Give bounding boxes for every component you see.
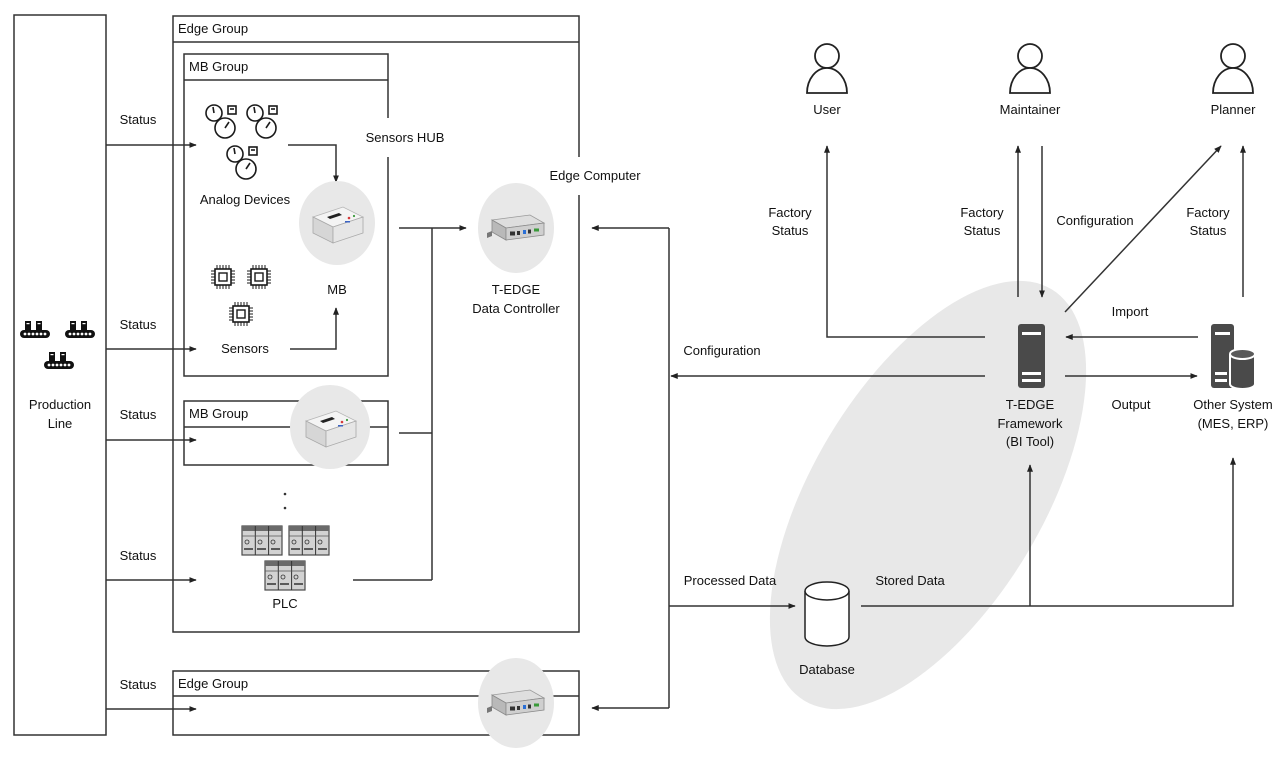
factory-status-label: Status xyxy=(1190,223,1227,238)
edge-computer-icon xyxy=(487,214,546,241)
actor-flows: Factory Status Factory Status Configurat… xyxy=(768,145,1246,412)
factory-status-label: Status xyxy=(772,223,809,238)
status-label: Status xyxy=(120,112,157,127)
plc-module-icon xyxy=(288,525,330,556)
stored-data-to-other-system-arrow xyxy=(861,457,1236,607)
edge-group-frame xyxy=(172,15,580,633)
status-label: Status xyxy=(120,407,157,422)
factory-status-label: Factory xyxy=(960,205,1004,220)
database-label: Database xyxy=(799,662,855,677)
status-flows: Status Status Status Status Status xyxy=(106,112,197,712)
edge-group-title: Edge Group xyxy=(178,676,248,691)
production-line-label: Production xyxy=(29,397,91,412)
analog-to-mb-arrow xyxy=(288,144,339,183)
bi-framework-label: (BI Tool) xyxy=(1006,434,1054,449)
actor-label: Planner xyxy=(1211,102,1256,117)
data-controller-label: Data Controller xyxy=(472,301,560,316)
status-label: Status xyxy=(120,317,157,332)
bi-framework-label: T-EDGE xyxy=(1006,397,1055,412)
framework-to-planner-arrow xyxy=(1064,145,1222,313)
server-icon xyxy=(1018,324,1045,388)
edge-internal-bus xyxy=(353,225,467,581)
analog-gauge-icon xyxy=(226,145,258,180)
factory-status-label: Factory xyxy=(768,205,812,220)
bi-framework-node: T-EDGE Framework (BI Tool) xyxy=(997,324,1063,449)
conveyor-icon xyxy=(65,321,95,338)
analog-devices-label: Analog Devices xyxy=(200,192,291,207)
mb-device-icon xyxy=(311,206,365,244)
production-line-box xyxy=(13,14,107,736)
mb-group-frame xyxy=(183,400,389,466)
actor-maintainer: Maintainer xyxy=(1000,43,1061,117)
import-label: Import xyxy=(1112,304,1149,319)
sensors-label: Sensors xyxy=(221,341,269,356)
plc-module-icon xyxy=(264,560,306,591)
actor-user: User xyxy=(806,43,848,117)
sensors-hub-label: Sensors HUB xyxy=(366,130,445,145)
plc-label: PLC xyxy=(272,596,297,611)
data-controller-label: T-EDGE xyxy=(492,282,541,297)
factory-status-label: Status xyxy=(964,223,1001,238)
processed-data-label: Processed Data xyxy=(684,573,777,588)
edge-group-secondary: Edge Group xyxy=(172,658,580,748)
analog-gauge-icon xyxy=(246,104,278,139)
status-label: Status xyxy=(120,677,157,692)
mb-group-main: MB Group Sensors HUB xyxy=(183,53,445,377)
other-system-node: Other System (MES, ERP) xyxy=(1193,324,1273,431)
conveyor-icon xyxy=(20,321,50,338)
maintainer-configuration-label: Configuration xyxy=(1056,213,1133,228)
chip-icon xyxy=(211,265,235,289)
edge-group-title: Edge Group xyxy=(178,21,248,36)
edge-group-frame xyxy=(172,670,580,736)
status-label: Status xyxy=(120,548,157,563)
other-system-label: (MES, ERP) xyxy=(1198,416,1269,431)
data-controller-node: T-EDGE Data Controller xyxy=(472,183,560,316)
plc-node: PLC xyxy=(241,525,330,611)
edge-group-main: Edge Group Edge Computer xyxy=(172,15,641,633)
actor-label: Maintainer xyxy=(1000,102,1061,117)
analog-devices-node: Analog Devices xyxy=(200,104,291,207)
vertical-ellipsis-icon xyxy=(283,492,287,510)
platform-highlight-region xyxy=(769,280,1087,710)
person-icon xyxy=(806,43,848,94)
plc-module-icon xyxy=(241,525,283,556)
conveyor-icon xyxy=(44,352,74,369)
output-label: Output xyxy=(1111,397,1150,412)
mb-label: MB xyxy=(327,282,347,297)
actor-label: User xyxy=(813,102,841,117)
production-line-label: Line xyxy=(48,416,73,431)
database-icon xyxy=(804,581,850,647)
factory-status-label: Factory xyxy=(1186,205,1230,220)
factory-status-to-user-arrow xyxy=(824,145,985,338)
analog-gauge-icon xyxy=(205,104,237,139)
configuration-bus: Configuration xyxy=(591,225,985,711)
sensors-to-mb-arrow xyxy=(290,307,339,350)
actor-planner: Planner xyxy=(1211,43,1256,117)
stored-data-label: Stored Data xyxy=(875,573,945,588)
data-storage-flow: Processed Data Stored Data xyxy=(669,457,1236,609)
server-database-icon xyxy=(1211,324,1256,390)
mb-group-frame xyxy=(183,53,389,377)
chip-icon xyxy=(247,265,271,289)
configuration-flow-label: Configuration xyxy=(683,343,760,358)
person-icon xyxy=(1009,43,1051,94)
mb-group-title: MB Group xyxy=(189,59,248,74)
chip-icon xyxy=(229,302,253,326)
edge-computer-icon xyxy=(487,689,546,716)
mb-device-node: MB xyxy=(299,181,375,297)
mb-group-title: MB Group xyxy=(189,406,248,421)
other-system-label: Other System xyxy=(1193,397,1272,412)
production-line-node: Production Line xyxy=(13,14,107,736)
bi-framework-label: Framework xyxy=(997,416,1063,431)
mb-device-icon xyxy=(304,410,358,448)
mb-group-secondary: MB Group xyxy=(183,385,389,469)
database-node: Database xyxy=(799,581,855,677)
edge-computer-label: Edge Computer xyxy=(549,168,641,183)
person-icon xyxy=(1212,43,1254,94)
sensors-node: Sensors xyxy=(211,265,271,356)
